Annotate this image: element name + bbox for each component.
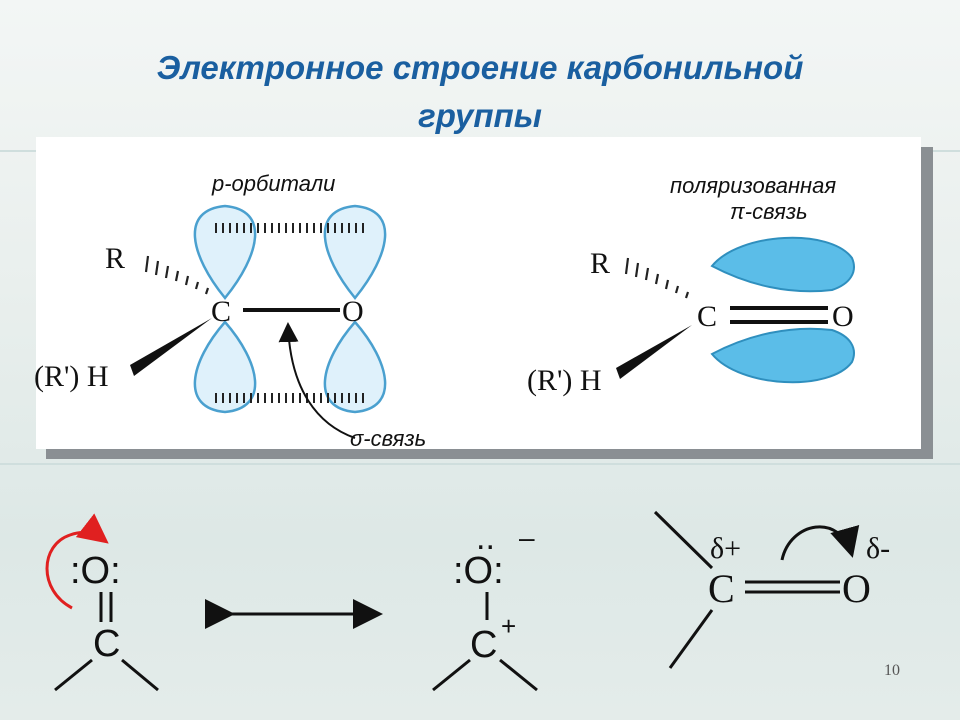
polar-oxygen: O bbox=[842, 566, 871, 611]
oxygen-left: :O: bbox=[70, 550, 121, 592]
polar-carbonyl-formula: C O δ+ δ- bbox=[653, 510, 890, 669]
bond-right-down-2 bbox=[499, 658, 538, 692]
atom-c-right: C bbox=[697, 300, 717, 333]
orbital-o-bottom bbox=[323, 320, 387, 414]
bond-right-down-1 bbox=[432, 658, 471, 692]
orbital-o-top bbox=[323, 204, 387, 300]
hashed-bond-r bbox=[144, 255, 210, 295]
carbon-left: C bbox=[93, 623, 120, 665]
atom-r-right: R bbox=[590, 247, 610, 280]
slide-title-line1: Электронное строение карбонильной bbox=[156, 49, 804, 86]
atom-c-left: C bbox=[211, 295, 231, 328]
atom-r-left: R bbox=[105, 242, 125, 275]
wedge-bond-h-right bbox=[616, 325, 692, 379]
slide-title: Электронное строение карбонильной группы bbox=[0, 44, 960, 140]
sigma-arrow bbox=[278, 322, 356, 439]
atom-o-left: O bbox=[342, 295, 364, 328]
atom-o-right: O bbox=[832, 300, 854, 333]
electron-shift-arrow bbox=[780, 524, 860, 561]
oxygen-right: :O: bbox=[453, 550, 504, 592]
diagram-panel bbox=[36, 137, 921, 449]
charge-oxygen: – bbox=[519, 522, 535, 553]
lone-pair-top: .. bbox=[476, 519, 495, 557]
pi-lobe-bottom bbox=[710, 327, 855, 384]
atom-rh-left: (R') H bbox=[34, 360, 109, 393]
atom-rh-right: (R') H bbox=[527, 364, 602, 397]
polarized-label-line2: π-связь bbox=[730, 199, 808, 224]
resonance-structure-right: .. :O: – C + bbox=[432, 519, 538, 692]
resonance-structure-left: :O: C bbox=[45, 513, 159, 692]
bond-left-down-2 bbox=[121, 658, 159, 692]
slide-title-line2: группы bbox=[418, 97, 542, 134]
pi-lobe-top bbox=[710, 236, 855, 293]
red-curved-arrow bbox=[45, 513, 109, 610]
polar-carbon: C bbox=[708, 566, 735, 611]
sigma-bond-label: σ-связь bbox=[350, 426, 426, 451]
hashed-bond-r-right bbox=[624, 257, 690, 299]
bond-lower-left bbox=[668, 609, 714, 669]
polarized-pi-diagram: поляризованная π-связь R (R') H C O bbox=[527, 173, 855, 397]
wedge-bond-h bbox=[130, 318, 212, 376]
orbital-c-top bbox=[193, 204, 257, 300]
p-orbital-diagram: p-орбитали R (R') H C O σ-связь bbox=[34, 171, 426, 451]
bond-upper-left bbox=[653, 510, 714, 570]
p-orbitals-label: p-орбитали bbox=[211, 171, 335, 196]
orbital-c-bottom bbox=[193, 320, 257, 414]
delta-minus: δ- bbox=[866, 532, 890, 565]
page-number: 10 bbox=[884, 662, 900, 679]
charge-carbon: + bbox=[501, 611, 516, 641]
delta-plus: δ+ bbox=[710, 532, 741, 565]
carbon-right: C bbox=[470, 624, 497, 666]
bond-left-down-1 bbox=[54, 658, 93, 692]
polarized-label-line1: поляризованная bbox=[670, 173, 836, 198]
